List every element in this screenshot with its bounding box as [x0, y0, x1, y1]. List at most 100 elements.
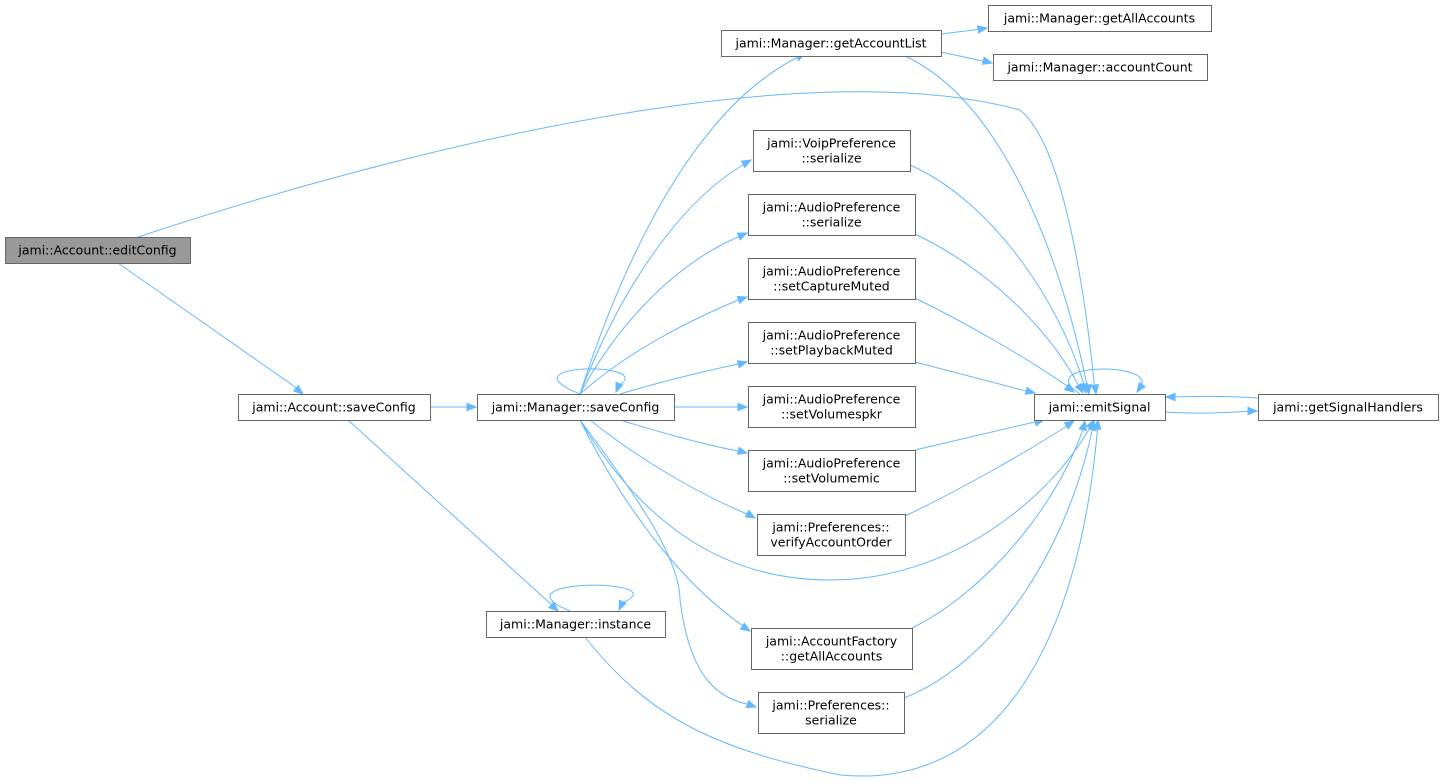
node-label: jami::AudioPreference — [762, 200, 901, 215]
arrowhead — [1088, 419, 1097, 432]
arrowhead — [740, 159, 753, 169]
edge-emitSignal-to-emitSignal — [1068, 368, 1147, 395]
node-label: ::setCaptureMuted — [773, 279, 889, 294]
node-label: jami::AccountFactory — [765, 634, 898, 649]
edge-emitSignal-to-getSignalHandlers — [1164, 406, 1259, 416]
edge-setPlaybackMuted-to-emitSignal — [914, 361, 1037, 395]
edge-voipSerialize-to-emitSignal — [909, 164, 1088, 395]
arrowhead — [1247, 406, 1259, 416]
nodes-layer: jami::Account::editConfigjami::Account::… — [5, 5, 1439, 734]
edge-mgrSaveConfig-to-setPlaybackMuted — [619, 360, 749, 395]
node-label: ::setVolumemic — [783, 471, 880, 486]
edge-setVolumemic-to-emitSignal — [914, 418, 1046, 451]
edge-verifyAccountOrder-to-emitSignal — [904, 420, 1076, 517]
arrowhead — [736, 446, 749, 455]
node-acctSaveConfig[interactable]: jami::Account::saveConfig — [238, 394, 431, 421]
node-label: jami::Manager::instance — [499, 617, 651, 632]
edge-editConfig-to-acctSaveConfig — [117, 262, 305, 395]
node-label: jami::AudioPreference — [762, 392, 901, 407]
node-label: jami::AudioPreference — [762, 328, 901, 343]
node-label: serialize — [805, 713, 857, 728]
arrowhead — [744, 509, 757, 519]
edge-setCaptureMuted-to-emitSignal — [914, 297, 1076, 393]
node-label: jami::Preferences:: — [771, 520, 889, 535]
arrowhead — [1024, 386, 1037, 395]
node-audioSerialize[interactable]: jami::AudioPreference::serialize — [748, 194, 916, 236]
arrowhead — [1078, 419, 1087, 432]
node-label: jami::Manager::accountCount — [1006, 60, 1192, 75]
arrowhead — [618, 599, 627, 612]
edge-acctSaveConfig-to-mgrInstance — [347, 419, 560, 612]
edge-prefSerialize-to-emitSignal — [903, 419, 1097, 699]
node-label: jami::AudioPreference — [762, 456, 901, 471]
node-label: jami::Account::editConfig — [17, 243, 176, 258]
edge-mgrSaveConfig-to-audioSerialize — [579, 232, 749, 395]
arrowhead — [736, 232, 749, 241]
node-accountCount[interactable]: jami::Manager::accountCount — [993, 54, 1208, 81]
node-label: jami::Preferences:: — [771, 698, 889, 713]
edge-editConfig-to-emitSignal — [137, 91, 1100, 396]
edge-getAccountList-to-emitSignal — [904, 55, 1092, 396]
node-setVolumespkr[interactable]: jami::AudioPreference::setVolumespkr — [748, 386, 916, 428]
arrowhead — [1063, 420, 1076, 430]
node-setVolumemic[interactable]: jami::AudioPreference::setVolumemic — [748, 450, 916, 492]
arrowhead — [736, 295, 749, 305]
arrowhead — [292, 384, 305, 395]
node-mgrGetAllAccounts[interactable]: jami::Manager::getAllAccounts — [988, 5, 1212, 32]
node-label: jami::Account::saveConfig — [251, 400, 415, 415]
node-mgrSaveConfig[interactable]: jami::Manager::saveConfig — [477, 394, 675, 421]
edge-getAccountList-to-mgrGetAllAccounts — [940, 25, 989, 35]
edge-getAccountList-to-accountCount — [940, 51, 994, 65]
edge-acctSaveConfig-to-mgrSaveConfig — [430, 402, 478, 412]
edge-mgrSaveConfig-to-verifyAccountOrder — [589, 419, 757, 519]
node-label: jami::VoipPreference — [766, 136, 896, 151]
node-getSignalHandlers[interactable]: jami::getSignalHandlers — [1258, 394, 1439, 421]
node-label: jami::Manager::getAllAccounts — [1003, 11, 1195, 26]
arrowhead — [739, 622, 752, 632]
node-label: jami::AudioPreference — [762, 264, 901, 279]
node-label: ::setPlaybackMuted — [770, 343, 893, 358]
arrowhead — [1063, 382, 1076, 393]
arrowhead — [466, 402, 478, 412]
node-factoryGetAllAccounts[interactable]: jami::AccountFactory::getAllAccounts — [751, 628, 913, 670]
node-label: verifyAccountOrder — [770, 535, 892, 550]
edge-mgrInstance-to-mgrInstance — [549, 584, 634, 612]
edge-mgrSaveConfig-to-mgrSaveConfig — [556, 368, 626, 395]
node-voipSerialize[interactable]: jami::VoipPreference::serialize — [753, 130, 911, 172]
edges-layer — [117, 25, 1259, 777]
node-verifyAccountOrder[interactable]: jami::Preferences::verifyAccountOrder — [757, 514, 906, 556]
edge-audioSerialize-to-emitSignal — [914, 233, 1084, 395]
arrowhead — [737, 402, 749, 412]
node-label: ::serialize — [801, 215, 861, 230]
edge-mgrSaveConfig-to-setVolumespkr — [674, 402, 749, 412]
arrowhead — [1136, 381, 1147, 394]
node-label: ::serialize — [801, 151, 861, 166]
edge-mgrSaveConfig-to-setVolumemic — [619, 419, 749, 455]
node-setCaptureMuted[interactable]: jami::AudioPreference::setCaptureMuted — [748, 258, 916, 300]
node-label: ::getAllAccounts — [781, 649, 882, 664]
edge-mgrSaveConfig-to-setCaptureMuted — [579, 295, 749, 395]
node-prefSerialize[interactable]: jami::Preferences::serialize — [758, 692, 905, 734]
edge-factoryGetAllAccounts-to-emitSignal — [909, 419, 1087, 630]
node-getAccountList[interactable]: jami::Manager::getAccountList — [721, 30, 942, 57]
arrowhead — [976, 25, 989, 34]
node-label: jami::emitSignal — [1048, 400, 1151, 415]
node-label: jami::getSignalHandlers — [1272, 400, 1423, 415]
arrowhead — [548, 601, 560, 612]
node-emitSignal[interactable]: jami::emitSignal — [1034, 394, 1166, 421]
node-setPlaybackMuted[interactable]: jami::AudioPreference::setPlaybackMuted — [748, 322, 916, 364]
arrowhead — [1074, 382, 1084, 395]
arrowhead — [736, 360, 749, 369]
edge-mgrSaveConfig-to-voipSerialize — [579, 159, 753, 395]
node-label: ::setVolumespkr — [781, 407, 883, 422]
arrowhead — [615, 381, 624, 394]
node-label: jami::Manager::getAccountList — [734, 36, 926, 51]
arrowhead — [1164, 392, 1176, 402]
node-mgrInstance[interactable]: jami::Manager::instance — [486, 611, 666, 638]
node-editConfig[interactable]: jami::Account::editConfig — [5, 237, 191, 264]
arrowhead — [1090, 384, 1100, 396]
edge-getSignalHandlers-to-emitSignal — [1164, 392, 1259, 402]
arrowhead — [981, 56, 994, 65]
